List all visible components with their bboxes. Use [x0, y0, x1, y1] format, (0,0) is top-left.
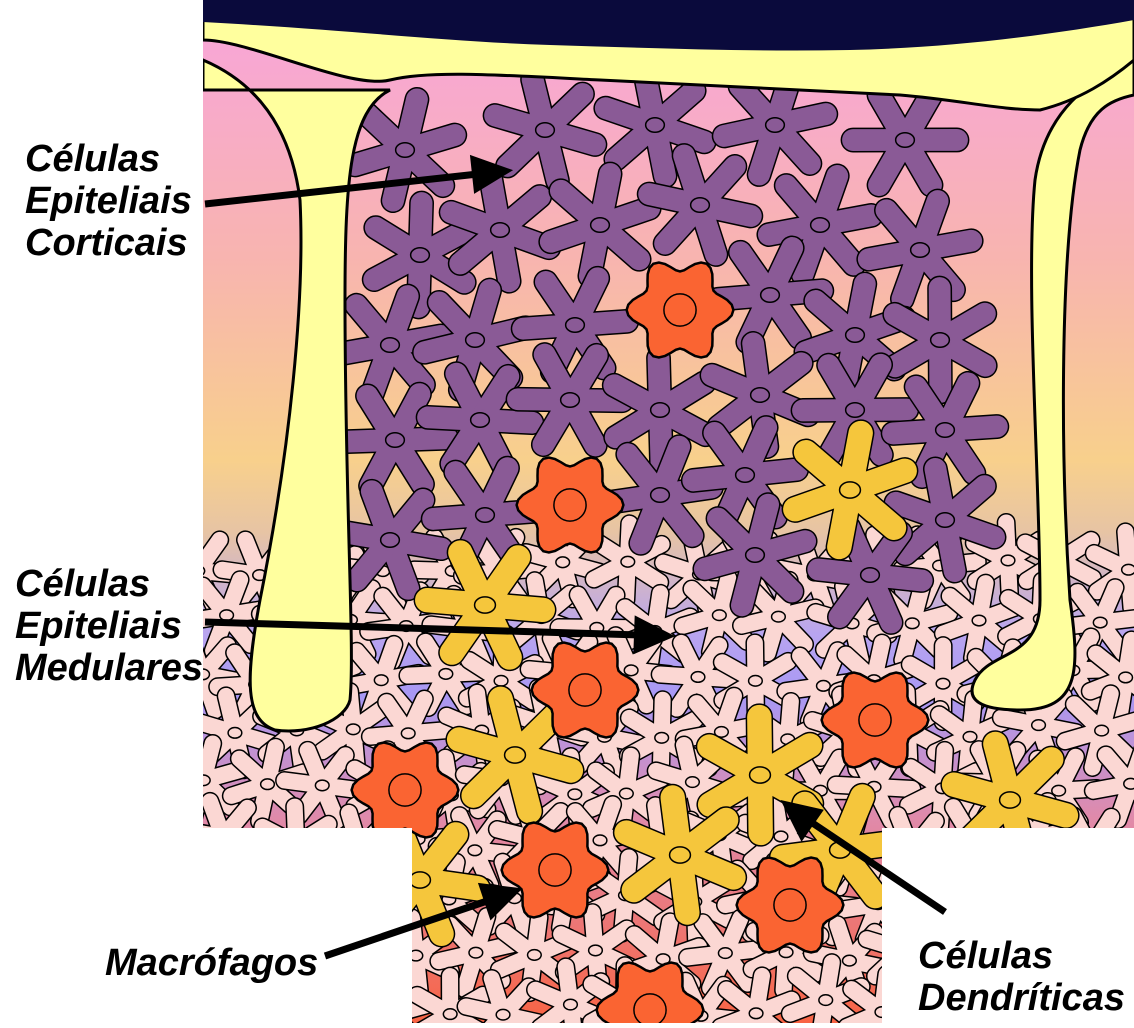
label-dendriticas-line: Células — [918, 935, 1125, 977]
medullary-epithelial-cell — [186, 801, 261, 872]
label-corticais-line: Células — [25, 138, 192, 180]
label-dendriticas: Células Dendríticas — [918, 935, 1125, 1019]
label-dendriticas-line: Dendríticas — [918, 977, 1125, 1019]
medullary-epithelial-cell — [847, 974, 917, 1023]
medullary-epithelial-cell — [221, 868, 297, 937]
medullary-epithelial-cell — [346, 868, 417, 943]
label-medulares: Células Epiteliais Medulares — [15, 563, 203, 689]
label-macrofagos-text: Macrófagos — [105, 942, 318, 984]
label-medulares-line: Epiteliais — [15, 605, 203, 647]
medullary-epithelial-cell — [291, 860, 359, 936]
label-medulares-line: Medulares — [15, 647, 203, 689]
label-medulares-line: Células — [15, 563, 203, 605]
label-macrofagos: Macrófagos — [105, 942, 318, 984]
label-corticais-line: Corticais — [25, 222, 192, 264]
medullary-epithelial-cell — [1090, 863, 1134, 939]
medullary-epithelial-cell — [967, 863, 1040, 937]
label-corticais: Células Epiteliais Corticais — [25, 138, 192, 264]
medullary-epithelial-cell — [915, 854, 983, 930]
label-corticais-line: Epiteliais — [25, 180, 192, 222]
medullary-epithelial-cell — [159, 864, 232, 937]
medullary-epithelial-cell — [1023, 867, 1098, 937]
medullary-epithelial-cell — [155, 979, 229, 1023]
